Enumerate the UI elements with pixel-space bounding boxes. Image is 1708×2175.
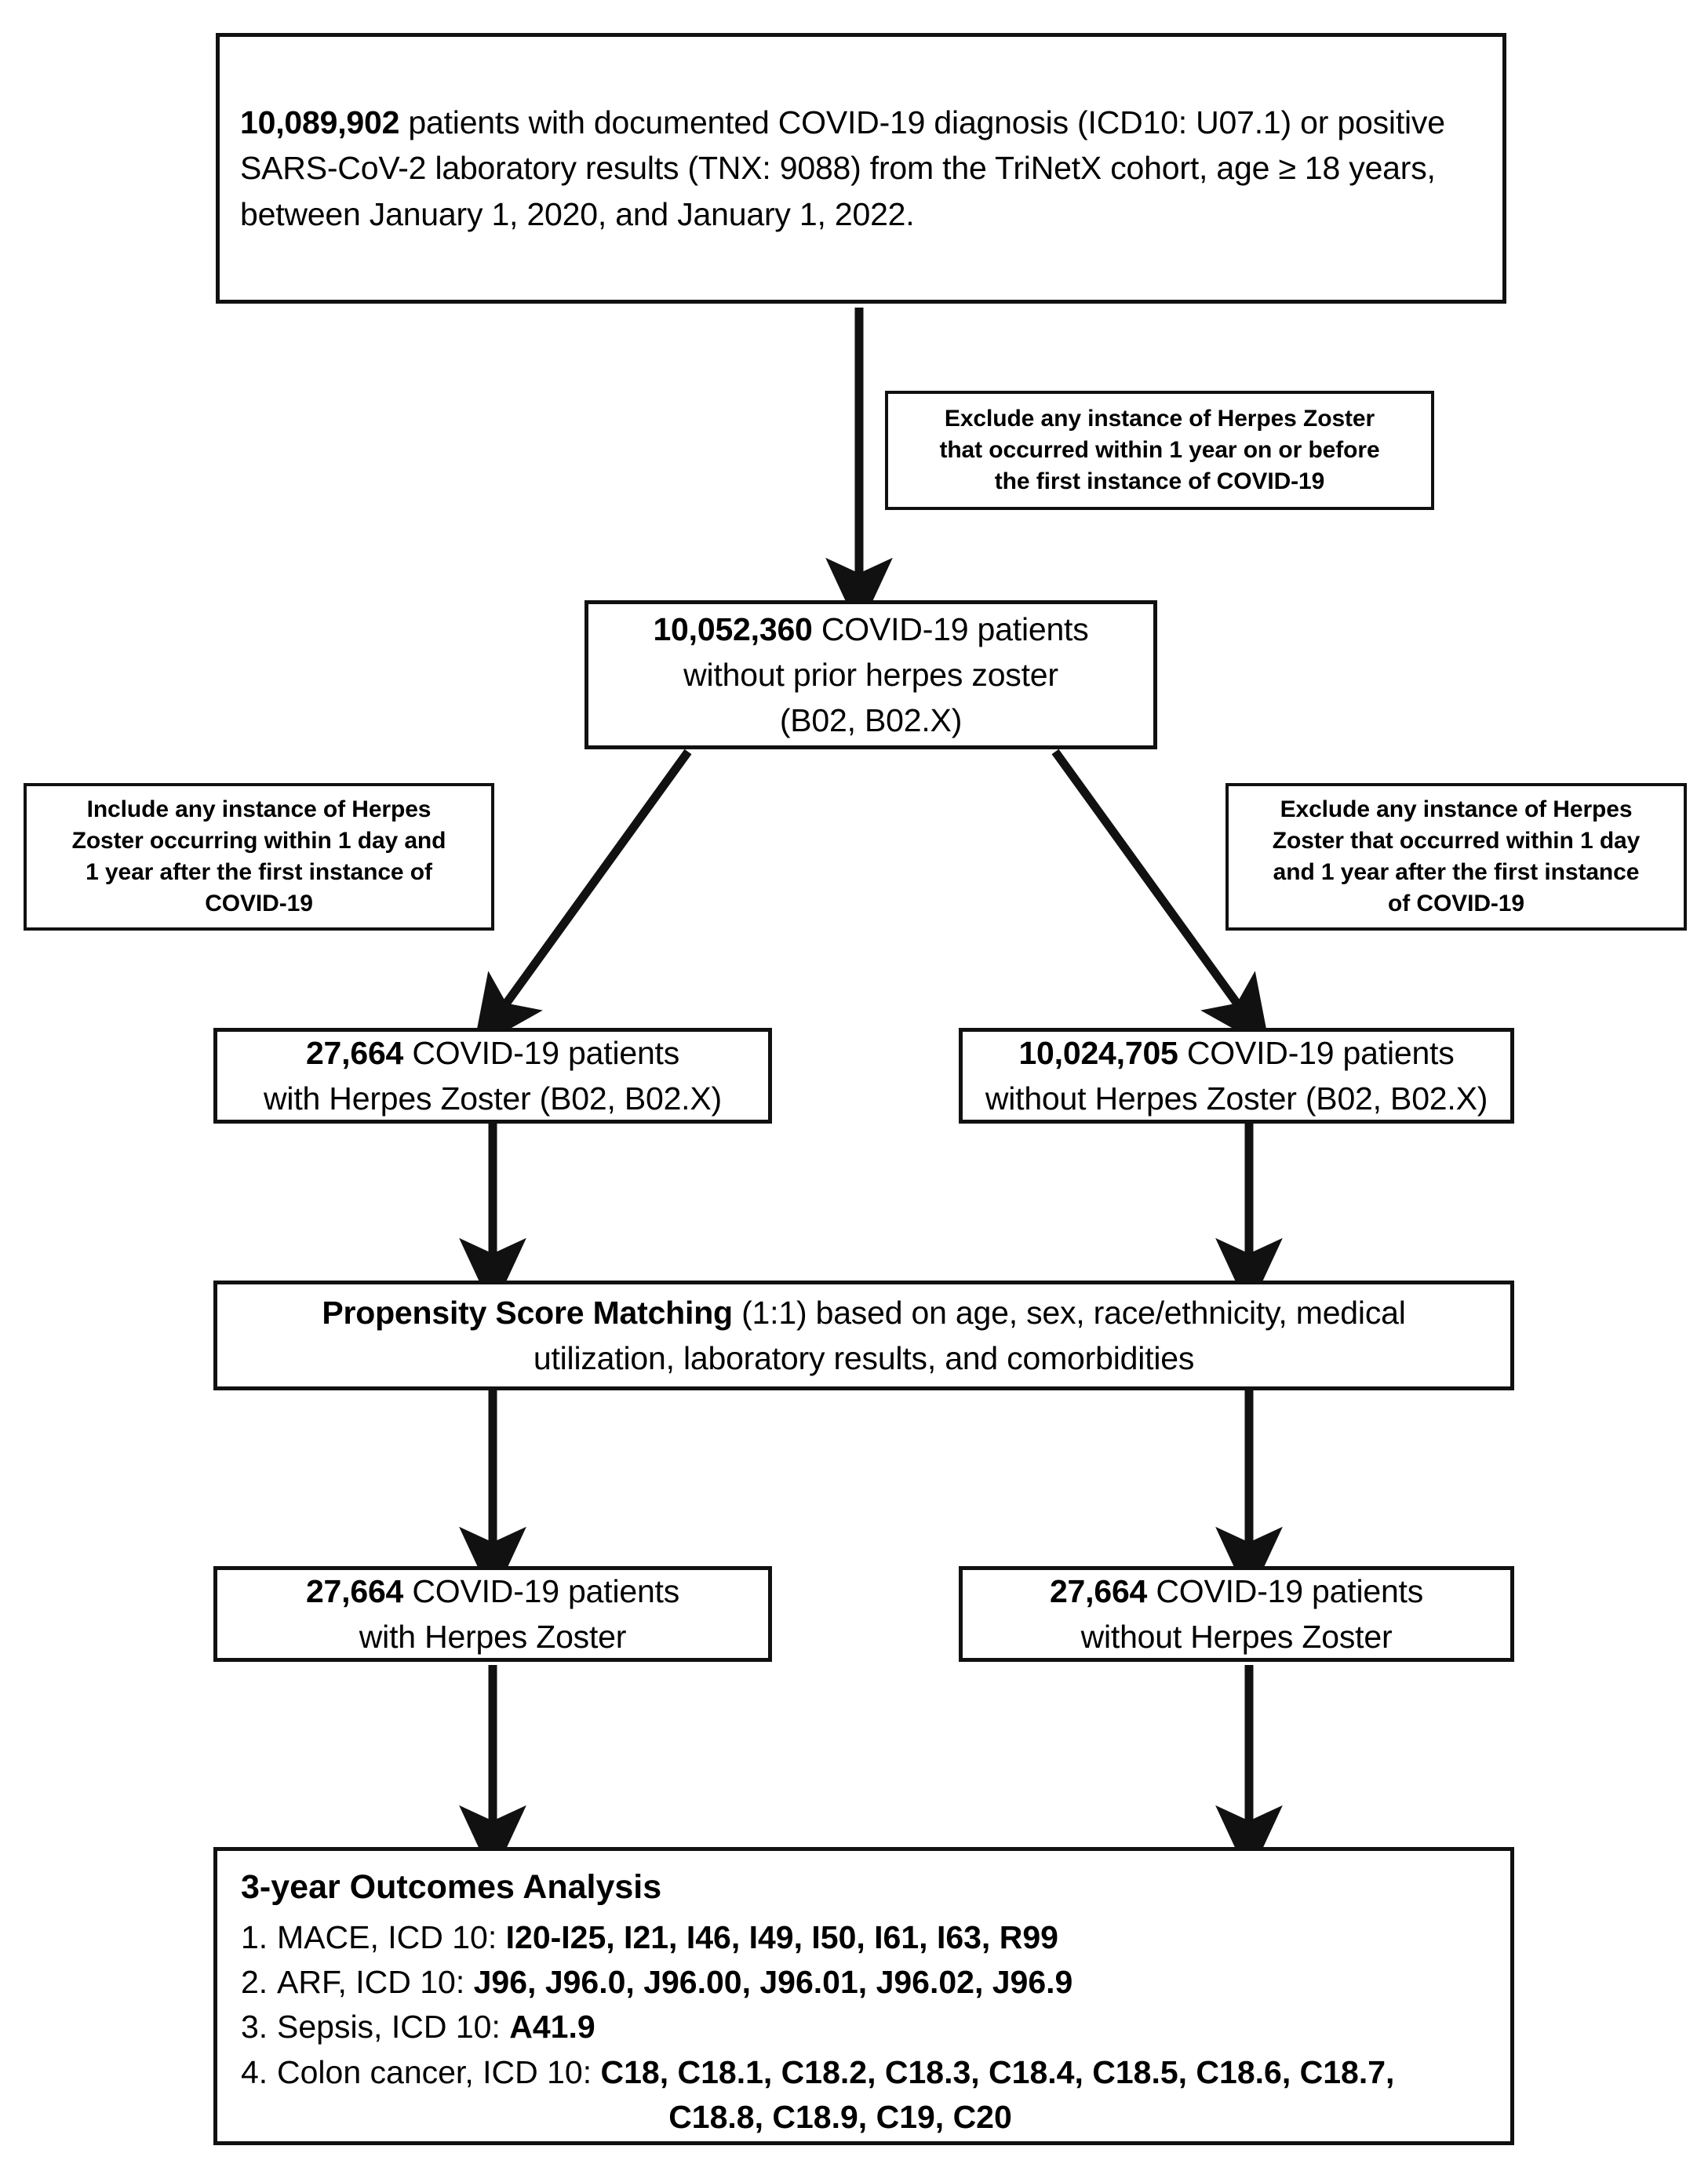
outcomes-item-2: 2. ARF, ICD 10: J96, J96.0, J96.00, J96.… [241,1960,1487,2005]
source-cohort-count: 10,089,902 [240,104,400,141]
outcomes-item-2-number: 2. [241,1964,268,2000]
no-hz-cohort-count: 10,024,705 [1018,1034,1178,1071]
note-exclude-line3: and 1 year after the first instance [1273,859,1640,885]
outcomes-item-1-codes: I20-I25, I21, I46, I49, I50, I61, I63, R… [505,1918,1058,1955]
note-exclude-prior-line2: that occurred within 1 year on or before [939,436,1380,463]
node-herpes-zoster-cohort: 27,664 COVID-19 patients with Herpes Zos… [213,1028,772,1124]
outcomes-item-2-codes: J96, J96.0, J96.00, J96.01, J96.02, J96.… [473,1964,1073,2000]
no-hz-cohort-line1: COVID-19 patients [1178,1034,1455,1071]
matched-hz-count: 27,664 [305,1572,404,1609]
node-propensity-score-matching: Propensity Score Matching (1:1) based on… [213,1281,1514,1390]
note-include-line2: Zoster occurring within 1 day and [71,827,446,854]
outcomes-item-3-label: Sepsis, ICD 10: [277,2009,510,2046]
outcomes-item-3-codes: A41.9 [509,2009,595,2046]
psm-text: Propensity Score Matching (1:1) based on… [217,1290,1510,1381]
note-include-line1: Include any instance of Herpes [86,796,432,822]
source-cohort-description: patients with documented COVID-19 diagno… [240,104,1445,232]
outcomes-item-4-codes: C18, C18.1, C18.2, C18.3, C18.4, C18.5, … [600,2053,1395,2090]
matched-hz-line1: COVID-19 patients [403,1572,680,1609]
matched-no-hz-count: 27,664 [1049,1572,1148,1609]
source-cohort-text: 10,089,902 patients with documented COVI… [220,100,1502,237]
node-outcomes-analysis: 3-year Outcomes Analysis 1. MACE, ICD 10… [213,1847,1514,2145]
node-no-prior-herpes-zoster: 10,052,360 COVID-19 patients without pri… [585,600,1157,749]
matched-hz-line1-wrap: 27,664 COVID-19 patients [238,1568,748,1614]
note-include-line4: COVID-19 [205,891,313,917]
matched-no-hz-line1: COVID-19 patients [1147,1572,1424,1609]
outcomes-item-2-label: ARF, ICD 10: [277,1964,474,2000]
note-include-herpes-zoster: Include any instance of Herpes Zoster oc… [24,783,494,931]
no-prior-hz-line2: without prior herpes zoster [683,656,1058,693]
matched-no-hz-line1-wrap: 27,664 COVID-19 patients [983,1568,1490,1614]
hz-cohort-line2: with Herpes Zoster (B02, B02.X) [264,1080,722,1117]
no-prior-hz-line1: COVID-19 patients [812,610,1089,647]
note-exclude-prior-line1: Exclude any instance of Herpes Zoster [944,405,1375,432]
no-hz-cohort-text: 10,024,705 COVID-19 patients without Her… [963,1030,1510,1121]
node-matched-no-herpes-zoster: 27,664 COVID-19 patients without Herpes … [959,1566,1514,1662]
outcomes-item-1-label: MACE, ICD 10: [277,1918,506,1955]
matched-no-hz-line2: without Herpes Zoster [1080,1619,1393,1655]
hz-cohort-line1: COVID-19 patients [403,1034,680,1071]
outcomes-item-3-number: 3. [241,2009,268,2046]
matched-no-hz-text: 27,664 COVID-19 patients without Herpes … [963,1568,1510,1659]
outcomes-item-1-number: 1. [241,1918,268,1955]
outcomes-item-4-label: Colon cancer, ICD 10: [277,2053,601,2090]
note-exclude-herpes-zoster: Exclude any instance of Herpes Zoster th… [1225,783,1687,931]
hz-cohort-text: 27,664 COVID-19 patients with Herpes Zos… [217,1030,768,1121]
note-exclude-line1: Exclude any instance of Herpes [1280,796,1633,822]
outcomes-item-4-continuation: C18.8, C18.9, C19, C20 [668,2099,1012,2136]
hz-cohort-line1-wrap: 27,664 COVID-19 patients [238,1030,748,1076]
matched-hz-line2: with Herpes Zoster [359,1619,627,1655]
note-exclude-text: Exclude any instance of Herpes Zoster th… [1229,794,1684,920]
arrow-branch-right [1051,749,1271,1050]
node-no-herpes-zoster-cohort: 10,024,705 COVID-19 patients without Her… [959,1028,1514,1124]
note-include-line3: 1 year after the first instance of [86,859,432,885]
psm-line1: (1:1) based on age, sex, race/ethnicity,… [732,1294,1406,1331]
outcomes-item-1: 1. MACE, ICD 10: I20-I25, I21, I46, I49,… [241,1915,1487,1960]
outcomes-item-1-body: MACE, ICD 10: I20-I25, I21, I46, I49, I5… [277,1915,1487,1960]
outcomes-item-4-body: Colon cancer, ICD 10: C18, C18.1, C18.2,… [277,2050,1487,2095]
outcomes-title: 3-year Outcomes Analysis [241,1868,662,1906]
psm-line2: utilization, laboratory results, and com… [533,1340,1195,1376]
outcomes-item-4: 4. Colon cancer, ICD 10: C18, C18.1, C18… [241,2050,1487,2095]
outcomes-item-3: 3. Sepsis, ICD 10: A41.9 [241,2005,1487,2049]
psm-bold-label: Propensity Score Matching [322,1294,733,1331]
no-prior-hz-count: 10,052,360 [653,610,813,647]
no-prior-hz-line1-wrap: 10,052,360 COVID-19 patients [609,607,1133,652]
outcomes-item-2-body: ARF, ICD 10: J96, J96.0, J96.00, J96.01,… [277,1960,1487,2005]
outcomes-item-3-body: Sepsis, ICD 10: A41.9 [277,2005,1487,2049]
psm-line1-wrap: Propensity Score Matching (1:1) based on… [238,1290,1490,1335]
note-exclude-prior-text: Exclude any instance of Herpes Zoster th… [888,403,1431,498]
no-prior-hz-line3: (B02, B02.X) [779,702,963,739]
no-hz-cohort-line1-wrap: 10,024,705 COVID-19 patients [983,1030,1490,1076]
no-prior-hz-text: 10,052,360 COVID-19 patients without pri… [588,607,1153,744]
note-exclude-line2: Zoster that occurred within 1 day [1272,827,1641,854]
note-exclude-prior-line3: the first instance of COVID-19 [994,468,1325,495]
node-source-cohort: 10,089,902 patients with documented COVI… [216,33,1506,304]
note-include-text: Include any instance of Herpes Zoster oc… [27,794,491,920]
node-matched-herpes-zoster: 27,664 COVID-19 patients with Herpes Zos… [213,1566,772,1662]
note-exclude-line4: of COVID-19 [1388,891,1524,917]
hz-cohort-count: 27,664 [305,1034,404,1071]
no-hz-cohort-line2: without Herpes Zoster (B02, B02.X) [985,1080,1488,1117]
outcomes-item-4-number: 4. [241,2053,268,2090]
matched-hz-text: 27,664 COVID-19 patients with Herpes Zos… [217,1568,768,1659]
arrow-branch-left [472,749,692,1050]
note-exclude-prior-herpes-zoster: Exclude any instance of Herpes Zoster th… [885,391,1434,510]
